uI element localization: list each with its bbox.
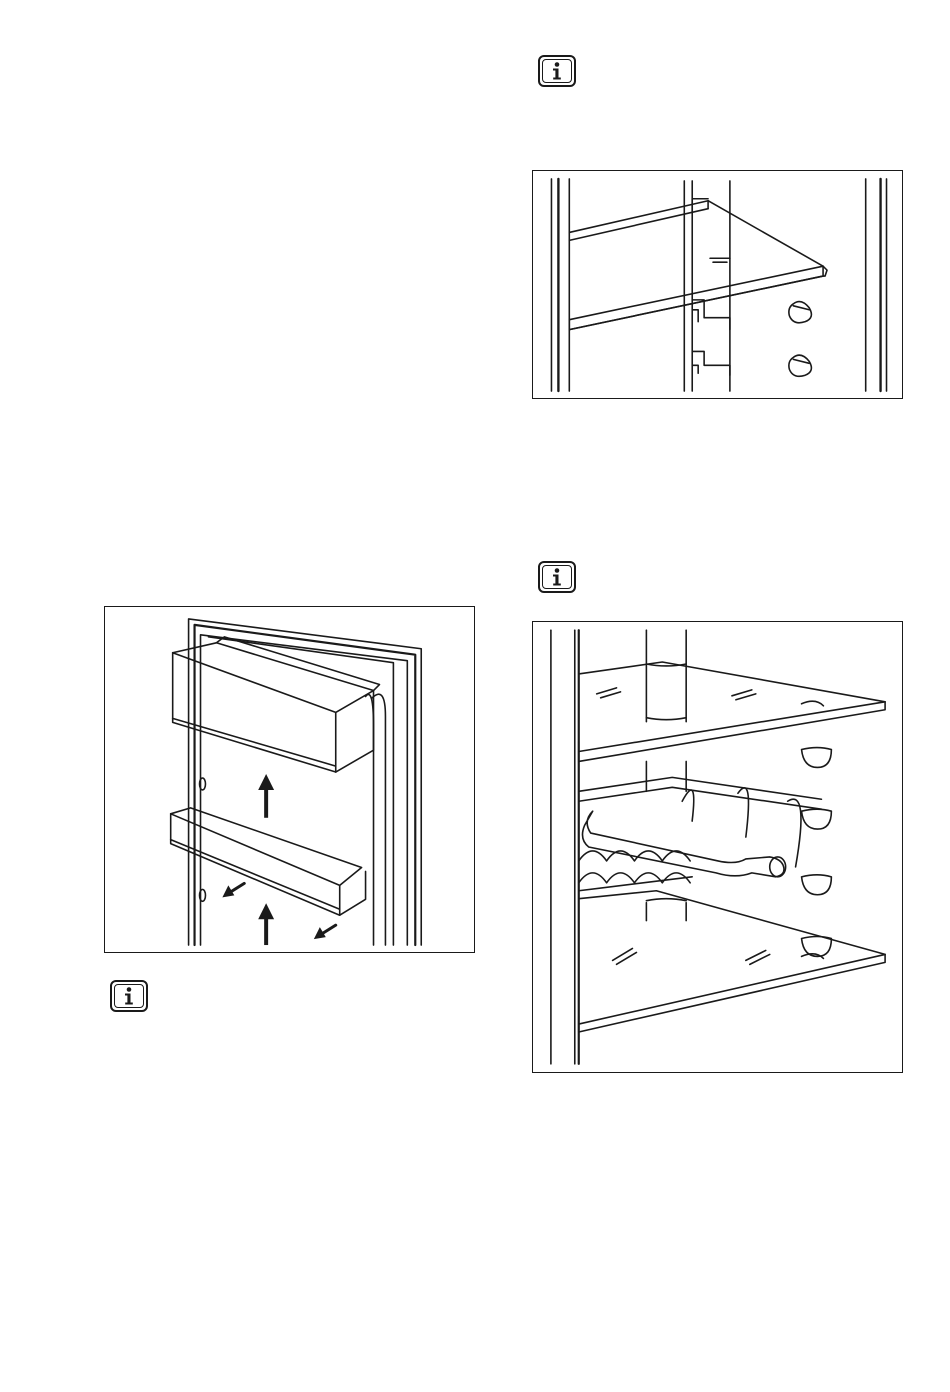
info-icon [110, 980, 148, 1012]
info-icon [538, 55, 576, 87]
bottle-rack-figure [532, 621, 903, 1073]
glass-shelf-figure [532, 170, 903, 399]
door-balcony-figure [104, 606, 475, 953]
info-icon [538, 561, 576, 593]
